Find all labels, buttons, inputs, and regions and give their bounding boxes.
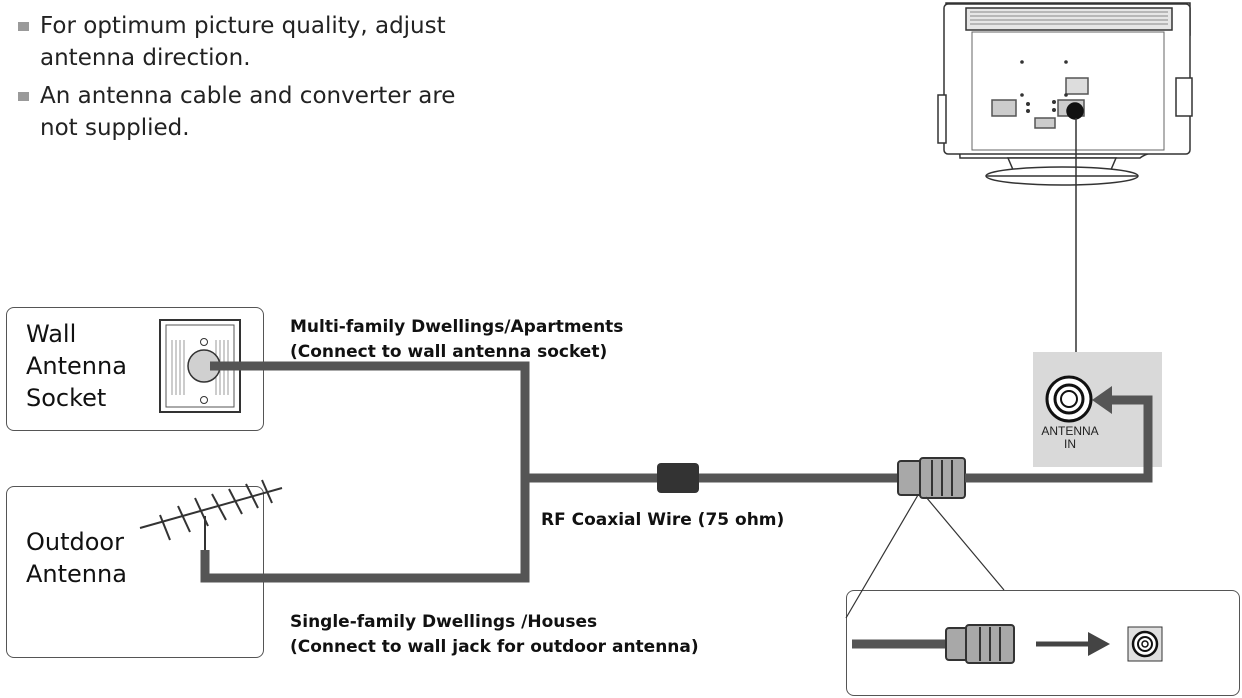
multi-family-label: Multi-family Dwellings/Apartments (Conne…: [290, 315, 623, 365]
arrow-right-icon: [1088, 632, 1110, 656]
antenna-in-label: ANTENNA IN: [1038, 425, 1102, 451]
detail-plug-icon: [945, 624, 1015, 664]
wall-socket-label: Wall Antenna Socket: [26, 318, 127, 414]
rf-cable-label: RF Coaxial Wire (75 ohm): [541, 510, 785, 530]
note-text: For optimum picture quality, adjust ante…: [40, 13, 446, 71]
notes-list: For optimum picture quality, adjust ante…: [18, 10, 470, 150]
antenna-in-jack-icon: [1045, 375, 1093, 423]
outdoor-antenna-box: [6, 486, 264, 658]
antenna-in-line: ANTENNA: [1041, 424, 1099, 438]
ferrite-core-icon: [657, 463, 699, 493]
single-family-line: Single-family Dwellings /Houses: [290, 612, 598, 632]
note-text: An antenna cable and converter are not s…: [40, 83, 456, 141]
wall-socket-label-line: Socket: [26, 384, 107, 412]
multi-family-line: Multi-family Dwellings/Apartments: [290, 317, 624, 337]
arrow-left-icon: [1092, 386, 1112, 414]
outdoor-antenna-label-line: Outdoor: [26, 528, 124, 556]
outdoor-antenna-icon: [139, 479, 283, 560]
note-item: For optimum picture quality, adjust ante…: [18, 10, 460, 74]
outdoor-antenna-label-line: Antenna: [26, 560, 127, 588]
wall-socket-label-line: Wall: [26, 320, 77, 348]
tv-rear-icon: [937, 2, 1232, 226]
wall-socket-label-line: Antenna: [26, 352, 127, 380]
antenna-in-line: IN: [1064, 437, 1076, 451]
bullet-icon: [18, 92, 29, 101]
bullet-icon: [18, 22, 29, 31]
antenna-in-cable: [965, 395, 1153, 483]
outdoor-antenna-label: Outdoor Antenna: [26, 526, 127, 590]
detail-jack-icon: [1127, 626, 1163, 662]
callout-lines: [925, 496, 1005, 591]
single-family-line: (Connect to wall jack for outdoor antenn…: [290, 637, 699, 657]
multi-family-line: (Connect to wall antenna socket): [290, 342, 608, 362]
single-family-label: Single-family Dwellings /Houses (Connect…: [290, 610, 699, 660]
note-item: An antenna cable and converter are not s…: [18, 80, 470, 144]
callout-lines: [845, 494, 919, 619]
coax-plug-icon: [897, 457, 966, 499]
coaxial-cable: [200, 361, 905, 583]
